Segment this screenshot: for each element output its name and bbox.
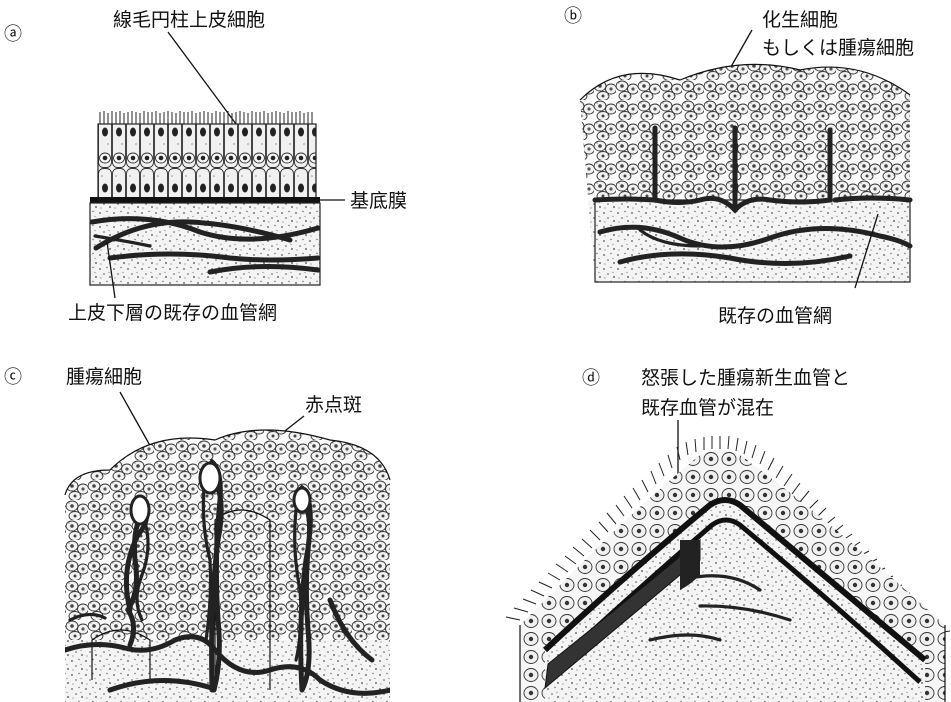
basement-membrane — [90, 197, 320, 203]
label-tumor-cells: 腫瘍細胞 — [66, 366, 142, 388]
panel-d: ⓓ 怒張した腫瘍新生血管と 既存血管が混在 — [506, 367, 950, 702]
label-basement-membrane: 基底膜 — [350, 190, 407, 212]
label-existing-network-b: 既存の血管網 — [718, 305, 832, 327]
cilia — [100, 111, 312, 124]
label-existing-network-a: 上皮下層の既存の血管網 — [68, 302, 277, 324]
panel-b-marker: ⓑ — [564, 6, 582, 27]
panel-b: ⓑ 化生細胞 もしくは腫瘍細胞 既存の血管網 — [564, 6, 915, 327]
metaplastic-cell-layer — [575, 55, 915, 205]
label-ciliated-columnar-cells: 線毛円柱上皮細胞 — [113, 9, 265, 31]
label-dilated-vessels-line2: 既存血管が混在 — [641, 397, 774, 419]
panel-a-marker: ⓐ — [4, 24, 22, 45]
columnar-epithelium — [98, 124, 316, 198]
panel-c: ⓒ 腫瘍細胞 赤点斑 — [4, 366, 395, 702]
panel-a: ⓐ 線毛円柱上皮細胞 基底膜 上皮下層の既存の血管網 — [4, 9, 407, 324]
label-red-spot: 赤点斑 — [305, 394, 362, 416]
label-metaplastic-cells-line1: 化生細胞 — [762, 9, 838, 31]
panel-d-marker: ⓓ — [582, 368, 600, 389]
label-dilated-vessels-line1: 怒張した腫瘍新生血管と — [641, 367, 850, 389]
tumor-cell-mass — [60, 420, 395, 660]
subepithelial-tissue — [90, 203, 320, 285]
label-metaplastic-cells-line2: もしくは腫瘍細胞 — [762, 37, 914, 59]
panel-c-marker: ⓒ — [4, 367, 22, 388]
